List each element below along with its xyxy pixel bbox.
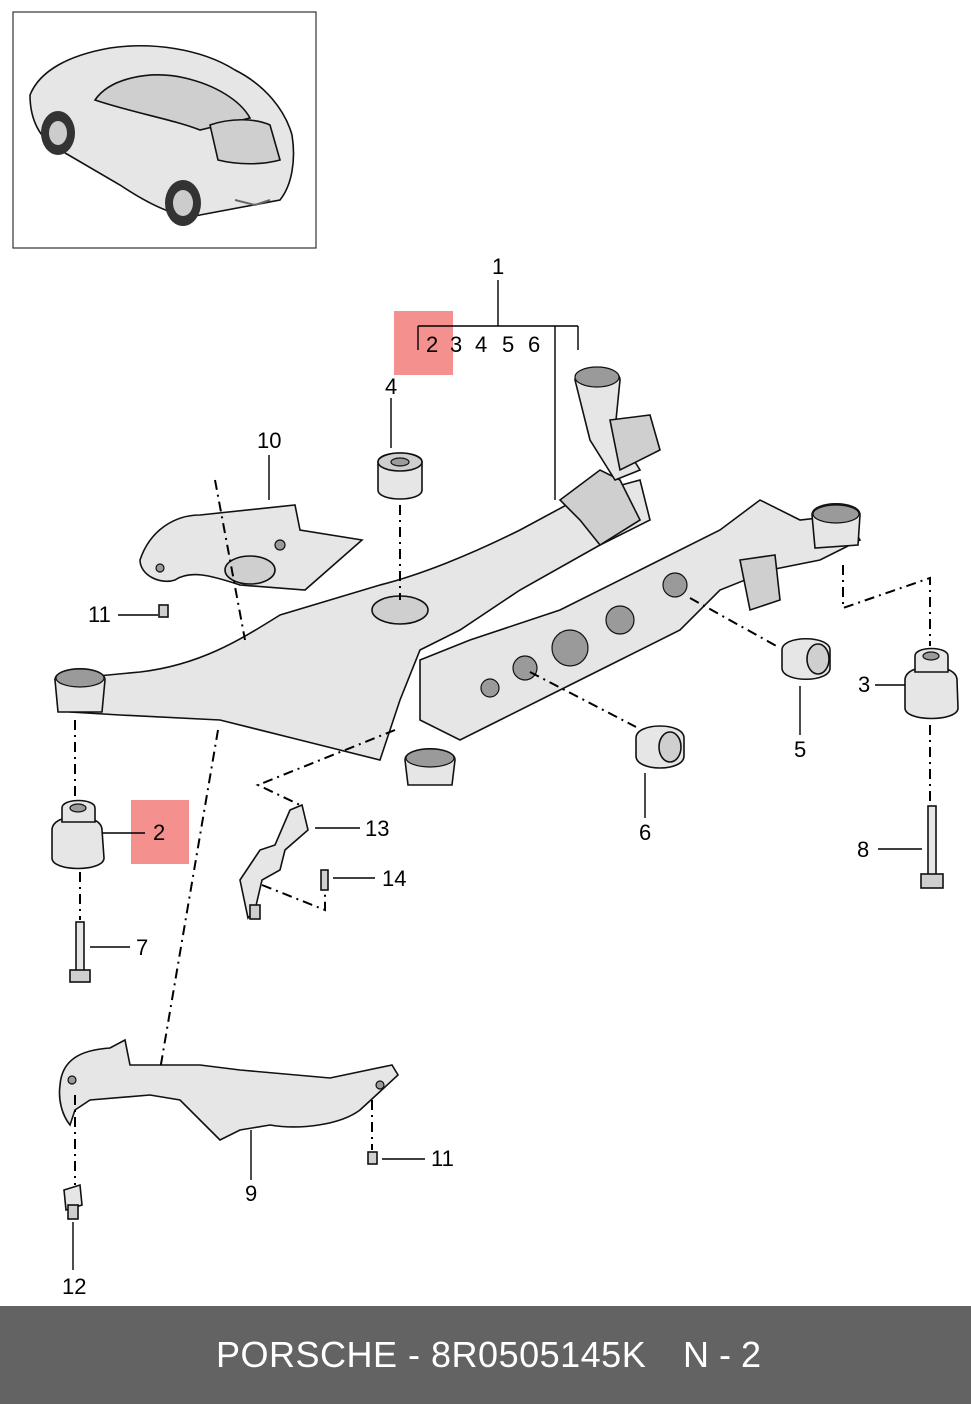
part-number-title: PORSCHE - 8R0505145K bbox=[216, 1334, 647, 1375]
callout-5-top: 5 bbox=[502, 332, 514, 357]
callout-14: 14 bbox=[382, 866, 406, 891]
highlight-box-left bbox=[131, 800, 189, 864]
callout-6-top: 6 bbox=[528, 332, 540, 357]
callout-3-top: 3 bbox=[450, 332, 462, 357]
callout-4-top: 4 bbox=[475, 332, 487, 357]
screw-14 bbox=[320, 869, 329, 891]
callout-7: 7 bbox=[136, 935, 148, 960]
sensor-bracket-13 bbox=[239, 803, 309, 920]
bolt-8 bbox=[920, 805, 944, 889]
bushing-4 bbox=[377, 452, 423, 500]
footer-bar: PORSCHE - 8R0505145K N - 2 bbox=[0, 1306, 971, 1404]
mount-3 bbox=[904, 647, 959, 720]
screw-11-upper bbox=[158, 604, 169, 618]
heat-shield-upper bbox=[139, 504, 364, 591]
page-reference: N - 2 bbox=[683, 1334, 762, 1375]
bolt-12 bbox=[63, 1183, 83, 1220]
screw-11-lower bbox=[367, 1151, 378, 1165]
callout-10: 10 bbox=[257, 428, 281, 453]
callout-11-upper: 11 bbox=[88, 602, 111, 627]
callout-13: 13 bbox=[365, 816, 389, 841]
callout-8: 8 bbox=[857, 837, 869, 862]
assembly-lines bbox=[74, 479, 931, 1185]
rear-subframe bbox=[53, 366, 862, 786]
callout-12: 12 bbox=[62, 1274, 86, 1299]
bushing-6 bbox=[635, 725, 685, 769]
callout-3: 3 bbox=[858, 672, 870, 697]
bushing-5 bbox=[781, 638, 831, 680]
callout-tree-1 bbox=[417, 280, 579, 500]
callout-4: 4 bbox=[385, 374, 397, 399]
mount-2 bbox=[51, 799, 105, 870]
callout-2-top: 2 bbox=[426, 332, 438, 357]
callout-6: 6 bbox=[639, 820, 651, 845]
vehicle-thumbnail bbox=[12, 11, 317, 249]
callout-1: 1 bbox=[492, 254, 504, 279]
leader-lines bbox=[72, 398, 922, 1270]
heat-shield-lower bbox=[58, 1038, 400, 1141]
callout-2: 2 bbox=[153, 820, 165, 845]
callout-5: 5 bbox=[794, 737, 806, 762]
callout-9: 9 bbox=[245, 1181, 257, 1206]
bolt-7 bbox=[69, 921, 91, 983]
callout-11-lower: 11 bbox=[431, 1146, 454, 1171]
highlight-box-top bbox=[394, 311, 453, 375]
exploded-parts-diagram: 1 2 3 4 5 6 4 10 11 3 5 2 6 13 8 14 7 11… bbox=[12, 11, 959, 1299]
